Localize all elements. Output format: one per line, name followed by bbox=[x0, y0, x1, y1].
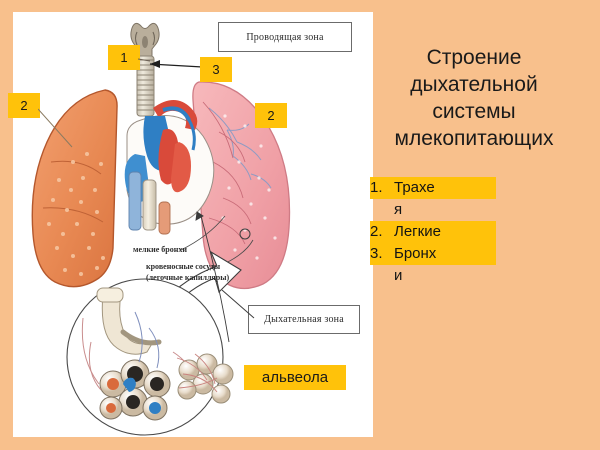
main-bronchus-icon bbox=[128, 171, 171, 235]
blood-vessels-label: кровеносные сосуды bbox=[146, 262, 221, 271]
conducting-zone-callout: Проводящая зона bbox=[218, 22, 352, 52]
alveolus-label-text: альвеола bbox=[261, 369, 329, 386]
left-lung-icon bbox=[31, 89, 118, 288]
title-line-4: млекопитающих bbox=[394, 127, 554, 150]
marker-2-left: 2 bbox=[8, 93, 40, 118]
marker-1-text: 1 bbox=[120, 50, 128, 65]
marker-2-right: 2 bbox=[255, 103, 287, 128]
marker-1: 1 bbox=[108, 45, 140, 70]
list-item: 2. Легкие bbox=[370, 221, 496, 243]
marker-2-left-text: 2 bbox=[20, 98, 28, 113]
title-line-3: системы bbox=[432, 100, 516, 123]
list-item-number: 2. bbox=[370, 221, 394, 243]
right-lung-icon bbox=[192, 81, 291, 290]
list-item-number: 3. bbox=[370, 243, 394, 265]
marker-2-left-leader-icon bbox=[38, 108, 73, 148]
marker-1-leader-icon bbox=[138, 58, 151, 62]
small-bronchi-label: мелкие бронхи bbox=[133, 245, 187, 254]
alveolus-label: альвеола bbox=[244, 365, 346, 390]
pulmonary-capillaries-label: (легочные капилляры) bbox=[146, 273, 230, 282]
anatomy-illustration bbox=[31, 22, 291, 436]
marker-2-right-text: 2 bbox=[267, 108, 275, 123]
title-line-1: Строение bbox=[426, 46, 522, 69]
conducting-zone-text: Проводящая зона bbox=[246, 31, 324, 43]
respiratory-system-diagram: мелкие бронхи кровеносные сосуды (легочн… bbox=[13, 12, 373, 437]
alveoli-detail-icon bbox=[66, 278, 234, 436]
respiratory-zone-leader-icon bbox=[221, 289, 255, 319]
list-item-label: Легкие bbox=[394, 221, 496, 243]
respiratory-zone-text: Дыхательная зона bbox=[264, 314, 344, 325]
page-title: Строение дыхательной системы млекопитающ… bbox=[352, 44, 596, 152]
marker-3: 3 bbox=[200, 57, 232, 82]
title-line-2: дыхательной bbox=[410, 73, 538, 96]
lung-pointer-line bbox=[195, 211, 230, 343]
marker-3-text: 3 bbox=[212, 62, 220, 77]
respiratory-zone-callout: Дыхательная зона bbox=[248, 305, 360, 334]
list-item-number: 1. bbox=[370, 177, 394, 199]
